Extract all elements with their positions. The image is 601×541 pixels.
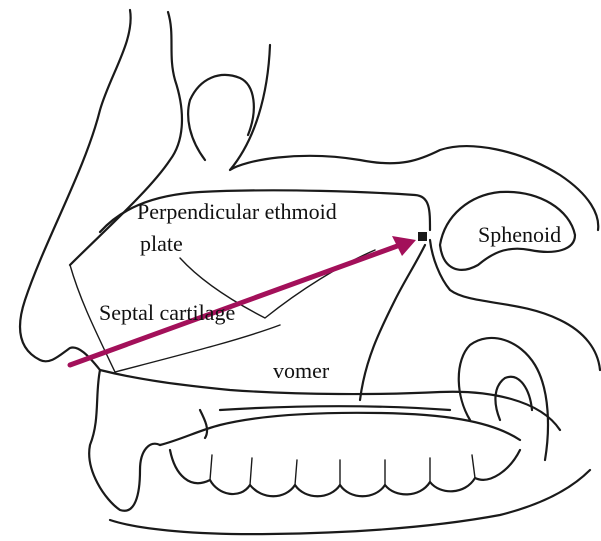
palate-inner bbox=[160, 413, 520, 445]
pharynx-inner bbox=[495, 377, 532, 420]
landmark-marker bbox=[418, 232, 427, 241]
label-plate: plate bbox=[140, 233, 183, 255]
sphenoid-lower-contour bbox=[430, 240, 600, 370]
frontal-ridge bbox=[188, 75, 254, 160]
label-septal-cartilage: Septal cartilage bbox=[99, 302, 235, 324]
tooth-divisions bbox=[210, 455, 475, 485]
hard-palate bbox=[100, 370, 560, 430]
pharynx-outer bbox=[459, 338, 548, 460]
vomer-posterior-edge bbox=[360, 245, 425, 400]
lower-jaw-contour bbox=[110, 470, 590, 534]
label-vomer: vomer bbox=[273, 360, 329, 382]
nasal-bone-inner bbox=[70, 12, 182, 265]
upper-teeth bbox=[170, 450, 520, 496]
premaxilla bbox=[89, 370, 160, 511]
label-sphenoid: Sphenoid bbox=[478, 224, 561, 246]
label-perpendicular-ethmoid: Perpendicular ethmoid bbox=[137, 201, 337, 223]
septal-vomer-junction bbox=[115, 325, 280, 372]
